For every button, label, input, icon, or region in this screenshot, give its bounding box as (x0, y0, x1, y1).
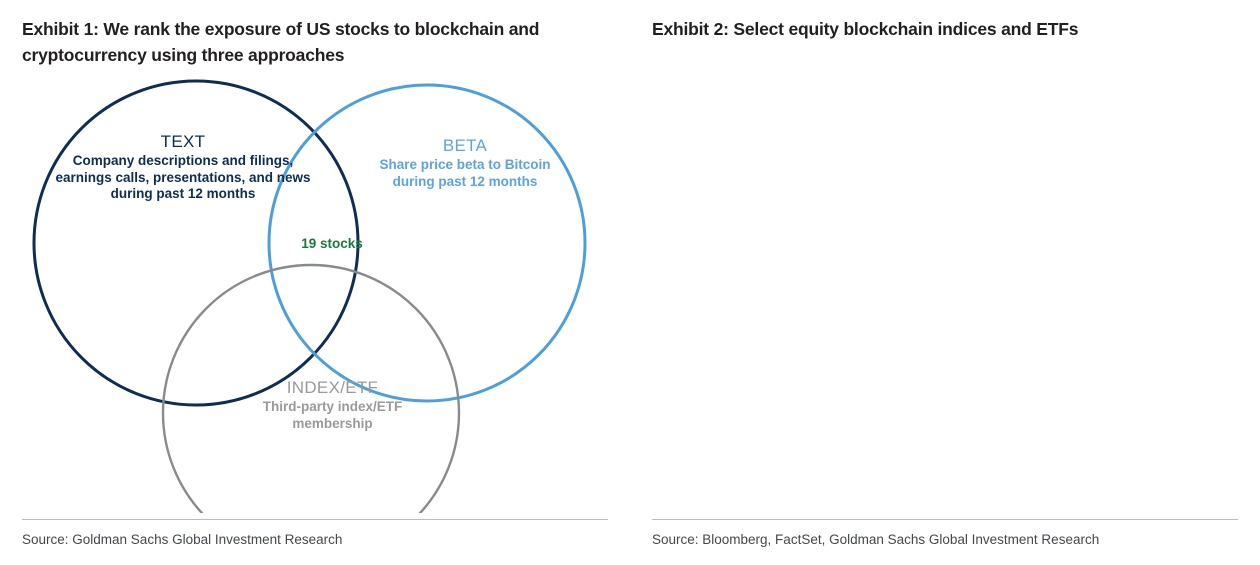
venn-label-beta: BETA Share price beta to Bitcoin during … (370, 134, 560, 190)
venn-label-indexetf-body: Third-party index/ETF membership (262, 399, 403, 431)
venn-circles-svg (32, 79, 587, 513)
venn-label-text-body: Company descriptions and filings, earnin… (55, 153, 311, 201)
venn-circle-indexetf (161, 263, 461, 513)
exhibit-1-source-divider (22, 519, 608, 520)
exhibit-2-source-block: Source: Bloomberg, FactSet, Goldman Sach… (652, 519, 1238, 547)
venn-label-text-heading: TEXT (160, 132, 206, 151)
exhibit-1-source-text: Source: Goldman Sachs Global Investment … (22, 532, 343, 547)
venn-diagram: TEXT Company descriptions and filings, e… (22, 68, 612, 513)
exhibit-2-title: Exhibit 2: Select equity blockchain indi… (652, 0, 1238, 42)
exhibit-1-title-line-2: cryptocurrency using three approaches (22, 45, 345, 65)
venn-intersection-label: 19 stocks (301, 236, 363, 251)
venn-label-beta-body: Share price beta to Bitcoin during past … (379, 157, 551, 189)
exhibit-1-title-line-1: Exhibit 1: We rank the exposure of US st… (22, 19, 540, 39)
exhibit-1-title: Exhibit 1: We rank the exposure of US st… (22, 0, 610, 68)
venn-label-text: TEXT Company descriptions and filings, e… (48, 130, 318, 203)
venn-label-beta-heading: BETA (442, 136, 488, 155)
exhibit-2-source-divider (652, 519, 1238, 520)
exhibit-1-panel: Exhibit 1: We rank the exposure of US st… (22, 0, 612, 547)
exhibit-1-source-block: Source: Goldman Sachs Global Investment … (22, 519, 608, 547)
venn-circle-beta (267, 83, 587, 403)
exhibit-2-panel: Exhibit 2: Select equity blockchain indi… (630, 0, 1260, 565)
venn-label-indexetf-heading: INDEX/ETF (286, 378, 379, 397)
exhibit-2-source-text: Source: Bloomberg, FactSet, Goldman Sach… (652, 532, 1100, 547)
venn-label-indexetf: INDEX/ETF Third-party index/ETF membersh… (240, 376, 425, 432)
venn-circle-text (32, 79, 360, 407)
exhibit-2-title-line-1: Exhibit 2: Select equity blockchain indi… (652, 19, 1079, 39)
